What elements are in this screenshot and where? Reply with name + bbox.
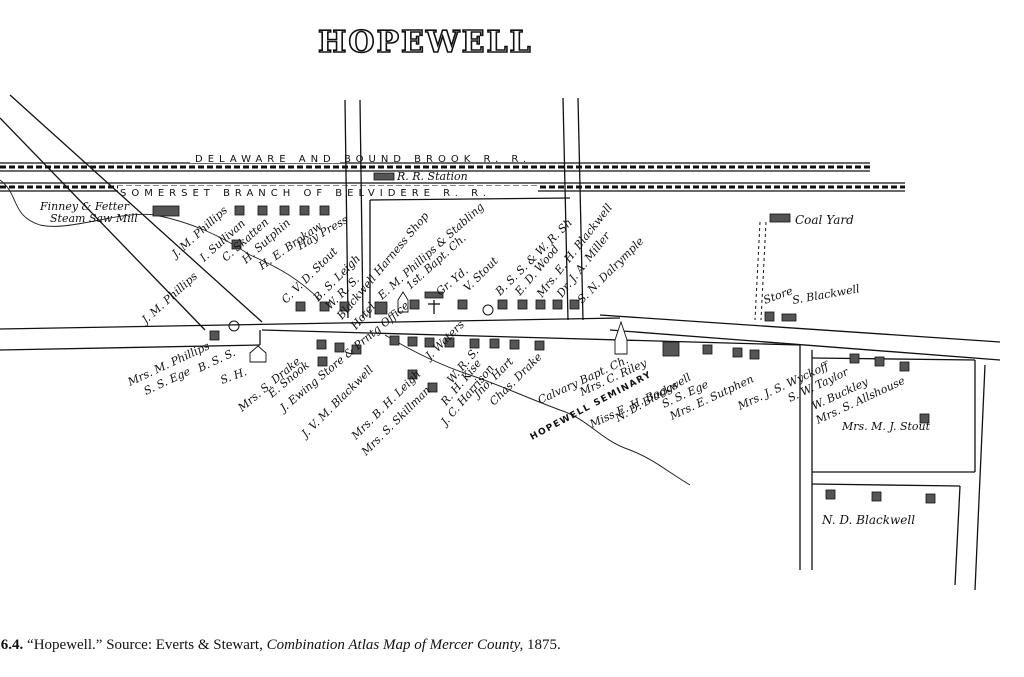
caption-authors: Everts & Stewart, — [155, 637, 263, 653]
label-nd-blackwell-bottom: N. D. Blackwell — [821, 513, 915, 527]
buildings — [152, 205, 936, 504]
delaware-railroad — [0, 162, 870, 172]
label-store: Store — [762, 284, 795, 307]
station-building — [373, 172, 395, 181]
figure-caption: re 6.4. “Hopewell.” Source: Everts & Ste… — [0, 637, 1024, 659]
somerset-rr-label: SOMERSET BRANCH OF BELVIDERE R. R. — [120, 188, 491, 199]
label-mrs-mj-stout: Mrs. M. J. Stout — [841, 420, 931, 433]
caption-figure-number: re 6.4. — [0, 637, 24, 653]
label-jm-phillips-left: J. M. Phillips — [138, 269, 201, 327]
caption-quote: “Hopewell.” — [27, 637, 103, 653]
roads — [0, 94, 1001, 591]
label-coal-yard: Coal Yard — [795, 213, 854, 227]
caption-source-label: Source: — [106, 637, 153, 653]
stream-east — [384, 334, 691, 486]
delaware-rr-label: DELAWARE AND BOUND BROOK R. R. — [195, 154, 531, 165]
label-saw-mill: Finney & Fetter Steam Saw Mill — [39, 200, 138, 225]
svg-text:Steam Saw Mill: Steam Saw Mill — [50, 212, 138, 225]
station-label: R. R. Station — [396, 170, 468, 183]
label-sh: S. H. — [219, 365, 249, 387]
svg-text:Finney & Fetter: Finney & Fetter — [39, 200, 130, 213]
map-title: HOPEWELL — [318, 25, 533, 60]
label-s-blackwell: S. Blackwell — [791, 282, 861, 307]
caption-work: Combination Atlas Map of Mercer County, — [266, 637, 524, 653]
caption-year: 1875. — [526, 637, 561, 653]
